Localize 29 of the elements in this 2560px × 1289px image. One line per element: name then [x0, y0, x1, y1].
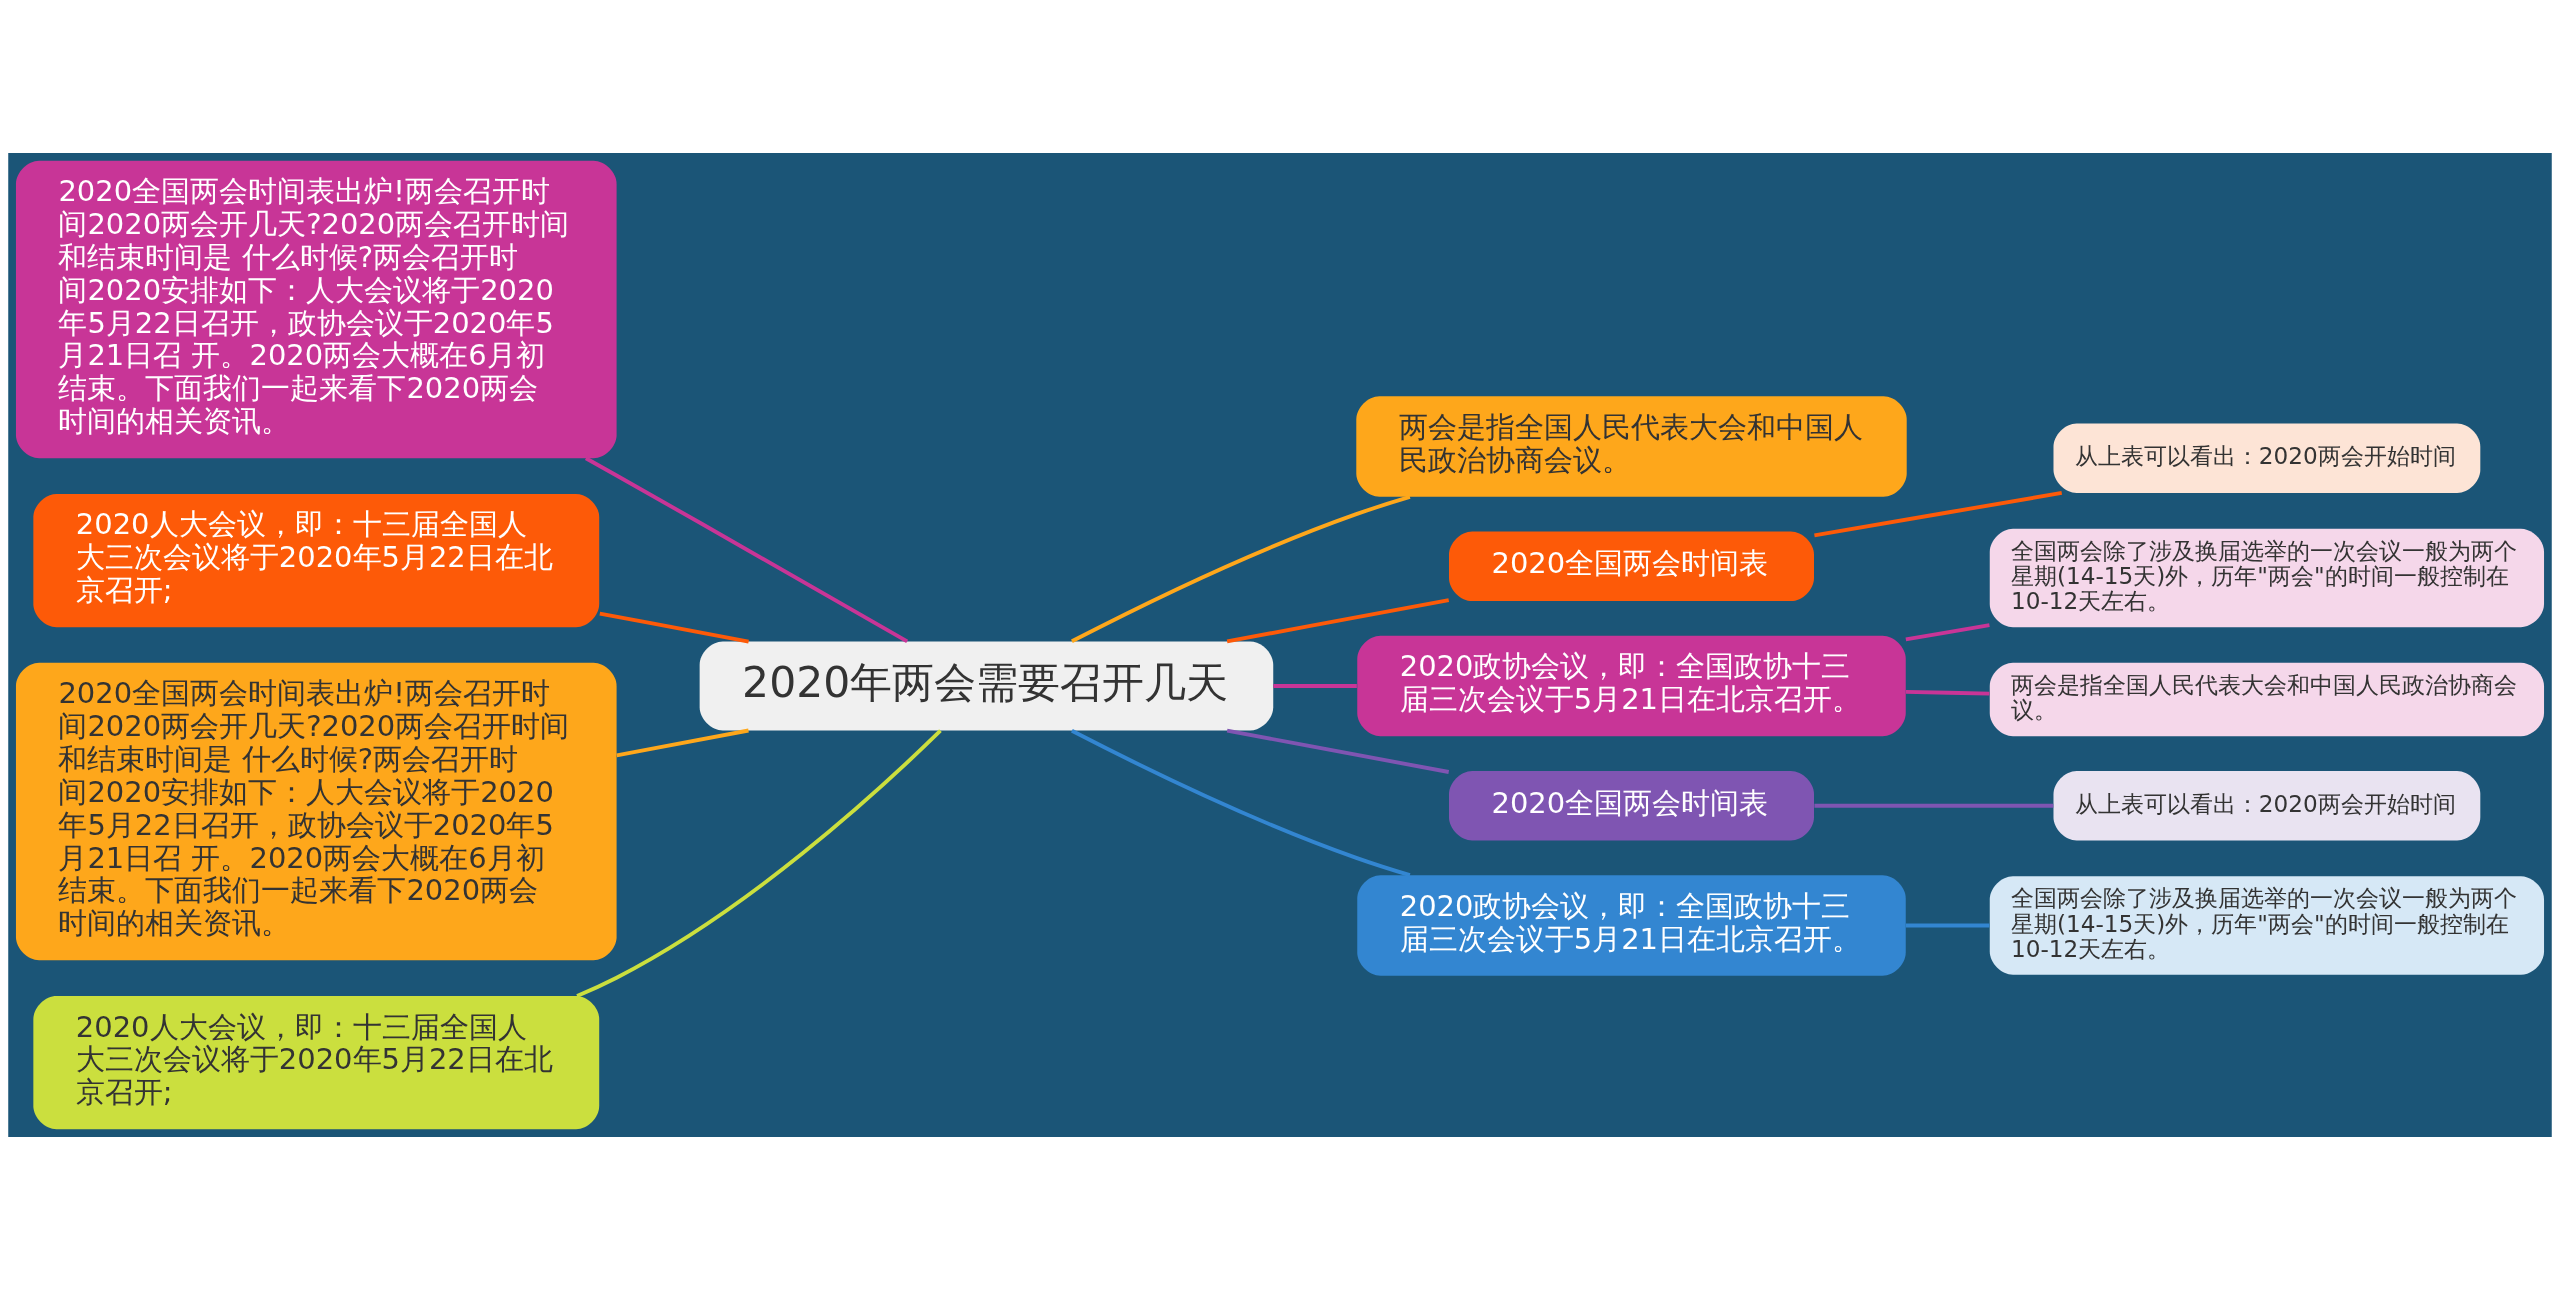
- node-box: 全国两会除了涉及换届选举的一次会议一般为两个星期(14-15天)外，历年"两会"的时间一般控制在10-12天左右。: [1989, 528, 2545, 627]
- node-box: 2020全国两会时间表出炉!两会召开时间2020两会开几天?2020两会召开时间和结束时间是 什么时候?两会召开时间2020安排如下：人大会议将于2020年5月22日召开，政协会议于2020年5月21日召 开。2020两会大概在6月初结束。下面我们一起来看下2020两会时间的相关资讯。: [15, 662, 617, 960]
- connector: [1814, 490, 2063, 537]
- connector: [584, 456, 909, 643]
- node-box: 2020全国两会时间表: [1449, 770, 1814, 841]
- node-box: 从上表可以看出：2020两会开始时间: [2053, 422, 2481, 493]
- node-box: 2020全国两会时间表出炉!两会召开时间2020两会开几天?2020两会召开时间和结束时间是 什么时候?两会召开时间2020安排如下：人大会议将于2020年5月22日召开，政协会议于2020年5月21日召 开。2020两会大概在6月初结束。下面我们一起来看下2020两会时间的相关资讯。: [15, 160, 617, 458]
- connector: [616, 728, 749, 757]
- node-box: 2020年两会需要召开几天: [699, 641, 1274, 730]
- node-box: 两会是指全国人民代表大会和中国人民政治协商会议。: [1356, 395, 1907, 497]
- connector: [599, 611, 749, 643]
- connector: [1905, 622, 1990, 641]
- node-box: 从上表可以看出：2020两会开始时间: [2053, 770, 2481, 841]
- node-box: 2020全国两会时间表: [1449, 531, 1814, 601]
- connector: [1273, 683, 1357, 688]
- node-box: 全国两会除了涉及换届选举的一次会议一般为两个星期(14-15天)外，历年"两会"的时间一般控制在10-12天左右。: [1989, 875, 2545, 975]
- connector: [1071, 494, 1411, 643]
- connector: [1814, 803, 2054, 808]
- connector: [1226, 728, 1450, 774]
- node-box: 两会是指全国人民代表大会和中国人民政治协商会议。: [1989, 662, 2545, 736]
- connector: [576, 728, 942, 998]
- node-box: 2020人大会议，即：十三届全国人大三次会议将于2020年5月22日在北京召开;: [33, 995, 600, 1129]
- connector: [1905, 689, 1990, 696]
- node-box: 2020政协会议，即：全国政协十三届三次会议于5月21日在北京召开。: [1357, 874, 1906, 976]
- node-box: 2020政协会议，即：全国政协十三届三次会议于5月21日在北京召开。: [1357, 635, 1906, 736]
- connector: [1226, 597, 1450, 643]
- connector: [1905, 923, 1990, 927]
- node-box: 2020人大会议，即：十三届全国人大三次会议将于2020年5月22日在北京召开;: [33, 493, 600, 627]
- connector: [1071, 728, 1411, 877]
